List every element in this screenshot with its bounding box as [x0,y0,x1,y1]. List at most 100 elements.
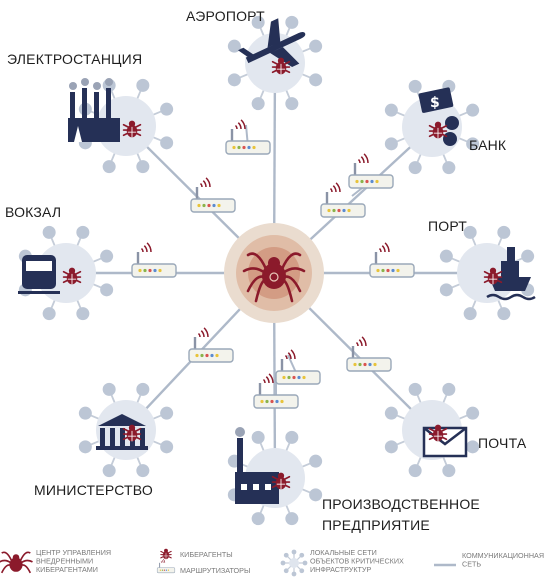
router-icon [346,336,392,372]
envelope-icon [422,426,468,458]
label-port: ПОРТ [428,218,467,234]
node-labels: АЭРОПОРТ ЭЛЕКТРОСТАНЦИЯ БАНК ВОКЗАЛ ПОРТ… [5,8,527,533]
node-dot [309,39,323,53]
network-port [439,225,536,321]
bug-icon [271,57,291,75]
node-dot [408,161,422,175]
node-dot [227,73,241,87]
node-dot [76,225,90,239]
node-dot [466,103,480,117]
node-dot [136,382,150,396]
bug-icon [160,548,172,560]
node-dot [442,464,456,478]
bug-icon [122,424,142,442]
node-dot [251,512,265,526]
node-dot [78,440,92,454]
network-post [384,382,480,478]
legend-control-center-icon [0,551,33,574]
node-dot [384,406,398,420]
node-dot [384,103,398,117]
bug-icon [483,267,503,285]
node-dot [384,440,398,454]
label-station: ВОКЗАЛ [5,204,61,220]
node-dot [102,382,116,396]
bug-icon [271,472,291,490]
money-icon: $ [418,87,459,146]
node-dot [384,137,398,151]
label-factory-line-2: ПРЕДПРИЯТИЕ [322,517,430,533]
legend-bug-text: КИБЕРАГЕНТЫ [180,550,233,559]
node-dot [136,464,150,478]
node-dot [408,464,422,478]
node-dot [42,225,56,239]
router-icon [320,182,366,218]
network-factory [227,427,323,526]
node-dot [42,307,56,321]
node-dot [102,160,116,174]
node-dot [309,454,323,468]
label-power: ЭЛЕКТРОСТАНЦИЯ [7,51,142,67]
node-dot [160,136,174,150]
bug-icon [122,120,142,138]
label-ministry: МИНИСТЕРСТВО [34,482,153,498]
node-dot [136,78,150,92]
node-dot [408,382,422,396]
node-dot [285,512,299,526]
legend-router-text: МАРШРУТИЗАТОРЫ [180,566,250,575]
network-power [68,78,174,174]
control-center [224,223,324,323]
router-icon [156,558,176,574]
control-center-icon [242,252,306,303]
router-icon [225,119,271,155]
svg-text:$: $ [430,95,440,111]
node-dot [466,440,480,454]
node-dot [251,15,265,29]
routers [131,119,415,409]
legend-local-network-icon [280,549,308,577]
node-dot [100,249,114,263]
label-bank: БАНК [469,137,507,153]
router-icon [131,242,177,278]
node-dot [251,430,265,444]
legend: ЦЕНТР УПРАВЛЕНИЯ ВНЕДРЕННЫМИ КИБЕРАГЕНТА… [0,548,544,577]
router-icon [253,373,299,409]
node-dot [136,160,150,174]
factory-icon [235,427,279,504]
node-dot [78,406,92,420]
label-airport: АЭРОПОРТ [186,8,265,24]
node-dot [466,406,480,420]
node-dot [285,15,299,29]
legend-router-icon [156,558,176,574]
network-ministry [78,382,174,478]
airplane-icon [237,18,306,67]
legend-control-center-text: ЦЕНТР УПРАВЛЕНИЯ ВНЕДРЕННЫМИ КИБЕРАГЕНТА… [36,548,113,574]
node-dot [309,488,323,502]
router-icon [188,327,234,363]
node-dot [285,430,299,444]
label-factory-line-1: ПРОИЗВОДСТВЕННОЕ [322,496,480,512]
router-icon [190,177,236,213]
node-dot [408,79,422,93]
node-dot [160,102,174,116]
node-dot [497,307,511,321]
bug-icon [62,267,82,285]
node-dot [463,225,477,239]
power-plant-icon [68,78,120,142]
network-bank: $ [384,79,480,175]
node-dot [497,225,511,239]
train-icon [18,255,60,294]
node-dot [251,97,265,111]
network-station [18,225,114,321]
bug-icon [428,424,448,442]
label-post: ПОЧТА [478,435,527,451]
network-airport [227,15,323,111]
node-dot [439,249,453,263]
node-dot [466,137,480,151]
infrastructure-networks: $ [18,15,536,526]
node-dot [100,283,114,297]
node-dot [102,464,116,478]
node-dot [442,382,456,396]
node-dot [442,161,456,175]
node-dot [160,406,174,420]
node-dot [439,283,453,297]
